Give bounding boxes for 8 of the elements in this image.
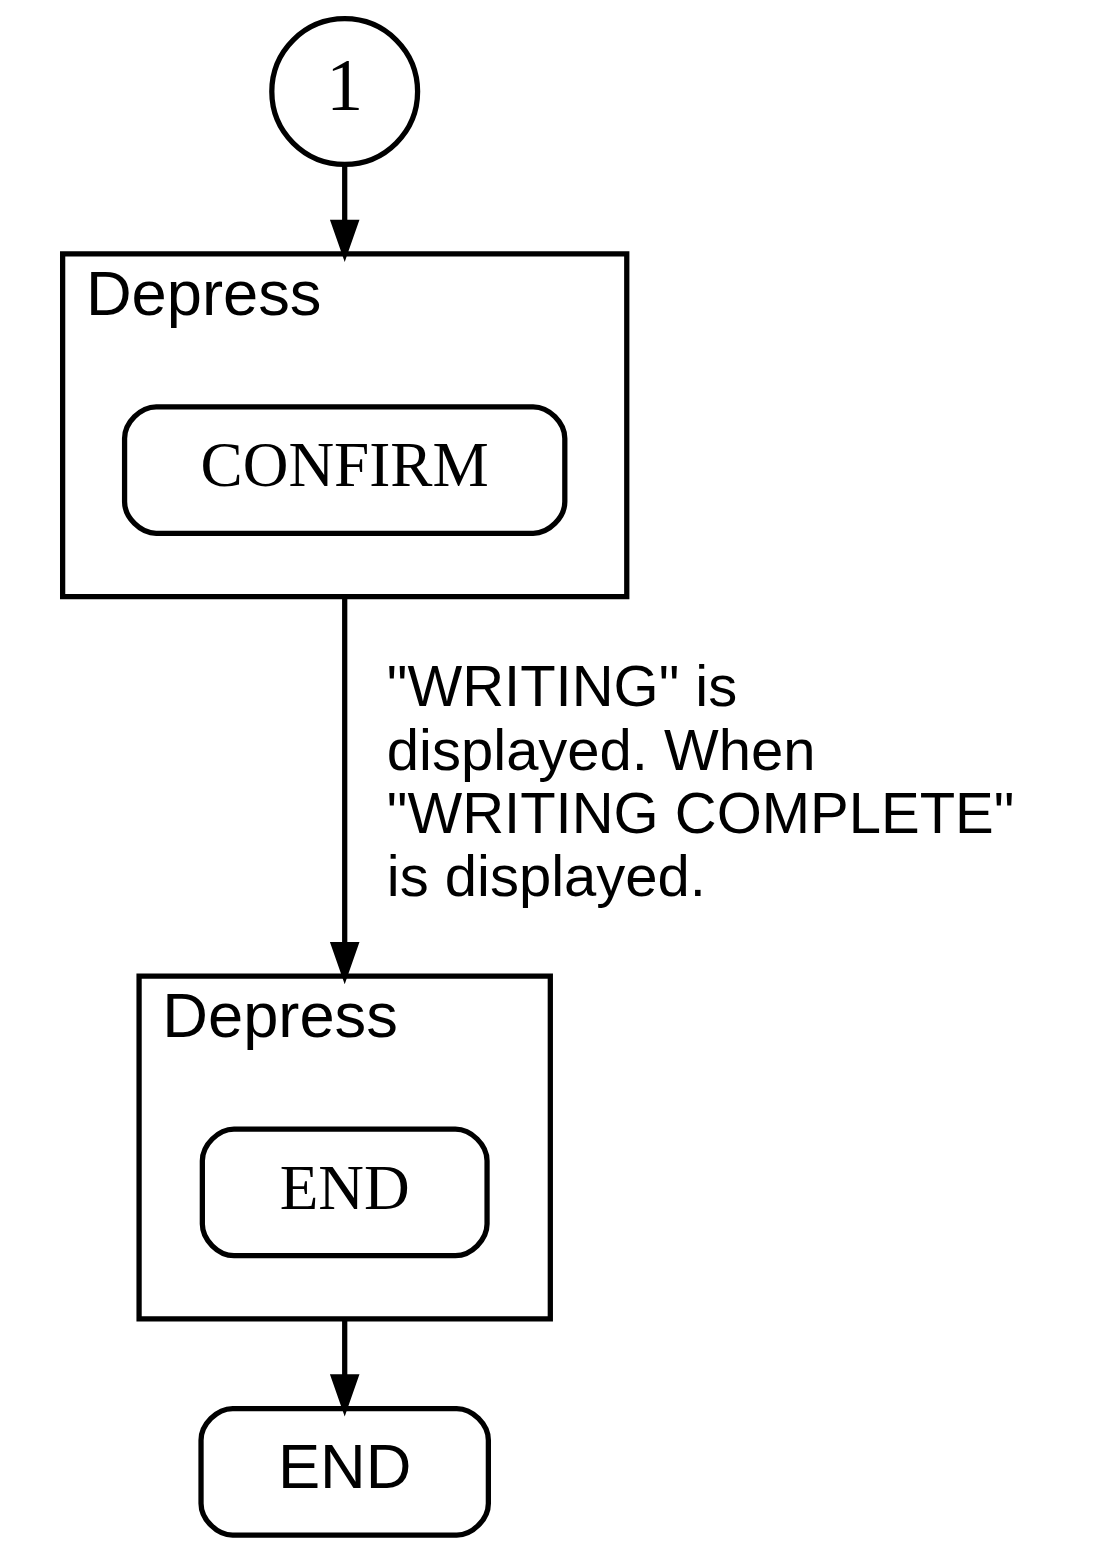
arrow xyxy=(329,1318,359,1417)
node-box: END xyxy=(199,1126,490,1259)
arrow xyxy=(329,164,359,262)
arrow xyxy=(329,596,359,985)
node-circle: 1 xyxy=(268,16,420,168)
node-box: END xyxy=(197,1405,491,1538)
node-box: CONFIRM xyxy=(121,404,567,536)
edge-label: "WRITING" is displayed. When "WRITING COMPLETE" is displayed. xyxy=(386,654,1014,909)
